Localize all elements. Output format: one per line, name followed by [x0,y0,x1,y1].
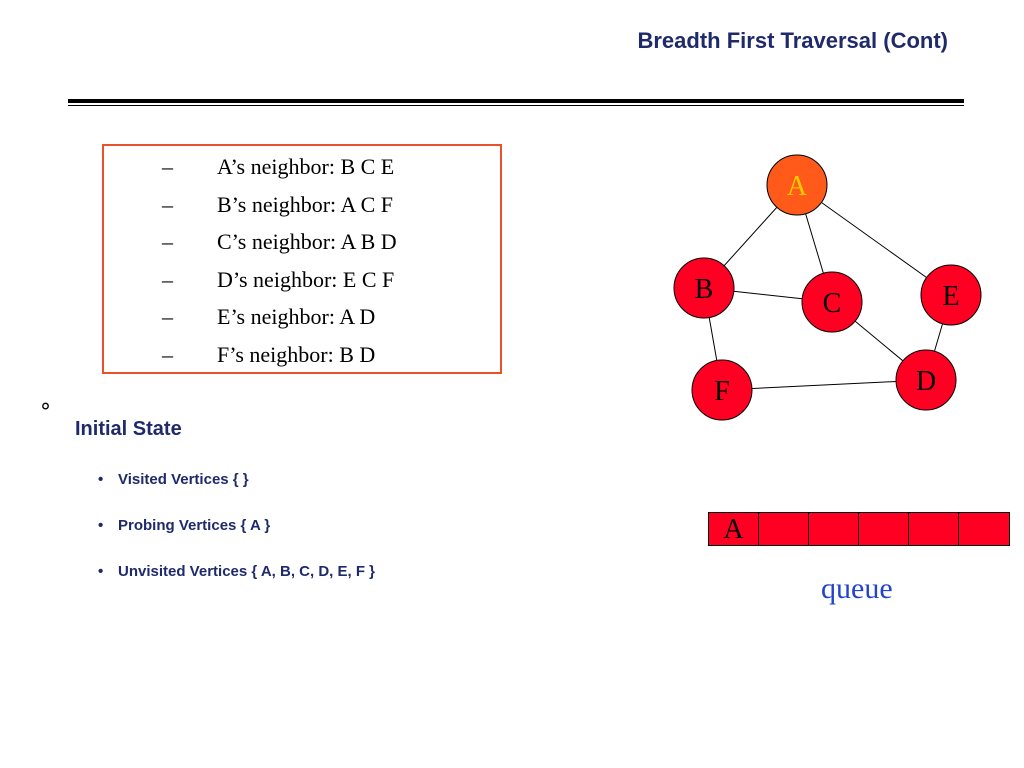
queue-cell [909,513,959,545]
state-item-unvisited: •Unvisited Vertices { A, B, C, D, E, F } [98,560,375,606]
node-label-D: D [916,366,936,397]
queue-array: A [708,512,1010,546]
state-heading: Initial State [75,418,182,440]
queue-cell [859,513,909,545]
queue-label: queue [821,572,893,605]
slide-title: Breadth First Traversal (Cont) [637,28,948,53]
node-label-B: B [695,274,714,305]
edge-A-E [796,184,952,296]
bullet-dot-icon: • [98,517,104,534]
queue-cell: A [709,513,759,545]
neighbor-item: –F’s neighbor: B D [162,341,376,367]
node-B [673,257,735,319]
title-rule-thick [68,99,964,103]
node-label-C: C [823,288,842,319]
state-item-visited: •Visited Vertices { } [98,468,375,514]
neighbor-item: –A’s neighbor: B C E [162,154,395,179]
neighbor-item: –C’s neighbor: A B D [162,229,397,255]
ring-bullet-icon: ° [40,400,51,425]
bullet-dot-icon: • [98,471,104,488]
node-D [895,349,957,411]
state-list: •Visited Vertices { } •Probing Vertices … [98,468,375,606]
node-A [766,154,828,216]
queue-cell [759,513,809,545]
neighbor-list: –A’s neighbor: B C E –B’s neighbor: A C … [162,152,397,378]
queue-cell [809,513,859,545]
node-label-E: E [942,281,959,312]
title-rule-thin [68,105,964,106]
node-label-F: F [714,376,730,407]
neighbor-item: –D’s neighbor: E C F [162,266,395,292]
neighbor-item: –B’s neighbor: A C F [162,191,394,217]
edge-F-D [721,379,927,391]
neighbor-list-box: –A’s neighbor: B C E –B’s neighbor: A C … [102,144,502,374]
bullet-dot-icon: • [98,563,104,580]
neighbor-item: –E’s neighbor: A D [162,304,376,330]
node-label-A: A [787,171,808,202]
node-F [691,359,753,421]
graph-nodes: A B C D E F [673,154,982,421]
state-item-probing: •Probing Vertices { A } [98,514,375,560]
queue-cell [959,513,1009,545]
node-E [920,264,982,326]
node-C [801,271,863,333]
